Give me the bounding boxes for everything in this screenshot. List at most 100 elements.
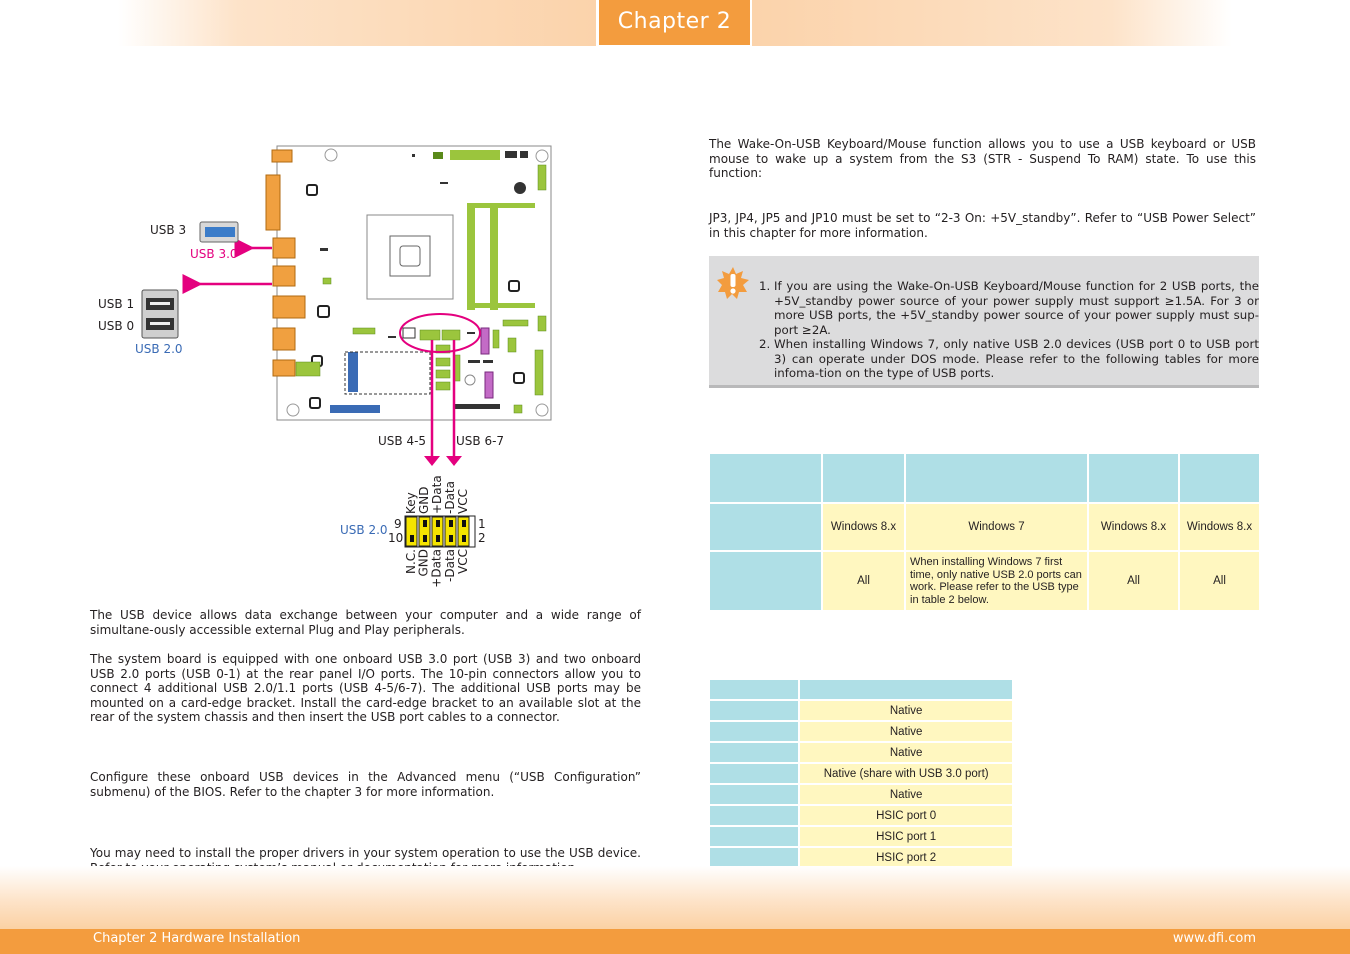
usb3-connector xyxy=(272,237,296,259)
table-row xyxy=(708,452,1261,504)
table-row: Native xyxy=(707,699,1014,722)
notice-item: 1.If you are using the Wake-On-USB Keybo… xyxy=(759,279,1259,337)
audio-connector xyxy=(272,327,296,351)
mounting-hole xyxy=(286,148,549,417)
table-cell xyxy=(708,550,823,612)
table-header-row xyxy=(707,678,1014,701)
table-cell: Native xyxy=(798,720,1014,743)
sata-connector xyxy=(484,371,494,399)
bios-config-paragraph: Configure these onboard USB devices in t… xyxy=(90,770,641,799)
table-header-cell xyxy=(798,678,1014,701)
table-cell xyxy=(707,699,801,722)
usb-ports-paragraph: The system board is equipped with one on… xyxy=(90,652,641,724)
table-cell xyxy=(904,452,1089,504)
usb20-rear-label: USB 2.0 xyxy=(135,342,183,356)
memory-slot xyxy=(467,205,475,310)
os-support-table: Windows 8.x Windows 7 Windows 8.x Window… xyxy=(708,452,1261,612)
jumper-paragraph: JP3, JP4, JP5 and JP10 must be set to “2… xyxy=(709,211,1256,240)
table-row: Windows 8.x Windows 7 Windows 8.x Window… xyxy=(708,502,1261,552)
table-cell: HSIC port 1 xyxy=(798,825,1014,848)
usb3-label: USB 3 xyxy=(150,223,187,237)
usb67-header xyxy=(441,329,461,341)
m2-slot xyxy=(330,405,380,413)
memory-slot xyxy=(490,205,498,310)
minipcie-slot xyxy=(348,352,358,392)
table-cell: Native xyxy=(798,741,1014,764)
table-row: Native xyxy=(707,720,1014,743)
chapter-tab: Chapter 2 xyxy=(599,0,750,45)
table-cell xyxy=(1178,452,1261,504)
table-cell: HSIC port 0 xyxy=(798,804,1014,827)
table-cell: Windows 8.x xyxy=(1087,502,1180,552)
exclamation-icon xyxy=(717,267,749,299)
table-row: Native xyxy=(707,741,1014,764)
footer-left-text: Chapter 2 Hardware Installation xyxy=(93,931,301,946)
usb2-connector xyxy=(272,265,296,287)
table-header-cell xyxy=(707,678,801,701)
table-cell xyxy=(708,452,823,504)
usb67-label: USB 6-7 xyxy=(456,434,505,448)
usb0-label: USB 0 xyxy=(98,319,135,333)
table-cell xyxy=(821,452,906,504)
usb30-label: USB 3.0 xyxy=(190,247,238,261)
table-row: Native (share with USB 3.0 port) xyxy=(707,762,1014,785)
wake-on-usb-paragraph: The Wake-On-USB Keyboard/Mouse function … xyxy=(709,137,1256,180)
table-cell: Native xyxy=(798,783,1014,806)
header-band-right xyxy=(752,0,1232,46)
table-cell xyxy=(1087,452,1180,504)
table-cell xyxy=(707,804,801,827)
usb-pin-header xyxy=(404,515,476,548)
table-cell: HSIC port 2 xyxy=(798,846,1014,869)
table-cell xyxy=(707,741,801,764)
motherboard-diagram xyxy=(141,145,552,548)
notice-item: 2.When installing Windows 7, only native… xyxy=(759,337,1259,380)
table-cell: Windows 7 xyxy=(904,502,1089,552)
board-outline xyxy=(276,145,552,421)
table-row: HSIC port 0 xyxy=(707,804,1014,827)
vga-connector xyxy=(265,174,281,231)
footer-bar xyxy=(0,929,1350,954)
pin-2-label: 2 xyxy=(478,531,486,545)
table-row: Native xyxy=(707,783,1014,806)
table-cell xyxy=(707,720,801,743)
pin-1-label: 1 xyxy=(478,517,486,531)
table-cell xyxy=(707,825,801,848)
pin-label-top: VCC xyxy=(456,489,470,514)
footer-website-link[interactable]: www.dfi.com xyxy=(1172,931,1256,946)
table-row: All When installing Windows 7 first time… xyxy=(708,550,1261,612)
pin-label-bottom: VCC xyxy=(456,549,470,574)
usb67-arrow xyxy=(446,456,462,466)
table-cell: When installing Windows 7 first time, on… xyxy=(904,550,1089,612)
footer-gradient xyxy=(0,866,1350,930)
lan-connector xyxy=(272,295,306,319)
usb2-port-icon xyxy=(141,289,179,339)
table-cell: Windows 8.x xyxy=(1178,502,1261,552)
pin-9-label: 9 xyxy=(394,517,402,531)
usb45-header xyxy=(419,329,441,341)
power-connector xyxy=(272,359,296,377)
table-cell: All xyxy=(821,550,906,612)
usb3-port-icon xyxy=(199,221,239,243)
usb20-header-label: USB 2.0 xyxy=(340,523,388,537)
usb-header-highlight xyxy=(399,313,481,353)
table-cell: Native xyxy=(798,699,1014,722)
table-cell: All xyxy=(1087,550,1180,612)
table-cell: Native (share with USB 3.0 port) xyxy=(798,762,1014,785)
table-cell: Windows 8.x xyxy=(821,502,906,552)
table-cell xyxy=(707,846,801,869)
notice-box: 1.If you are using the Wake-On-USB Keybo… xyxy=(709,256,1259,388)
header-band-left xyxy=(118,0,596,46)
usb45-arrow xyxy=(424,456,440,466)
sata-connector xyxy=(480,327,490,355)
table-row: HSIC port 1 xyxy=(707,825,1014,848)
table-cell xyxy=(708,502,823,552)
usb1-label: USB 1 xyxy=(98,297,135,311)
top-connector xyxy=(271,149,293,163)
pin-10-label: 10 xyxy=(388,531,404,545)
usb45-label: USB 4-5 xyxy=(378,434,427,448)
table-cell: All xyxy=(1178,550,1261,612)
table-row: HSIC port 2 xyxy=(707,846,1014,869)
table-cell xyxy=(707,783,801,806)
usb-intro-paragraph: The USB device allows data exchange betw… xyxy=(90,608,641,637)
